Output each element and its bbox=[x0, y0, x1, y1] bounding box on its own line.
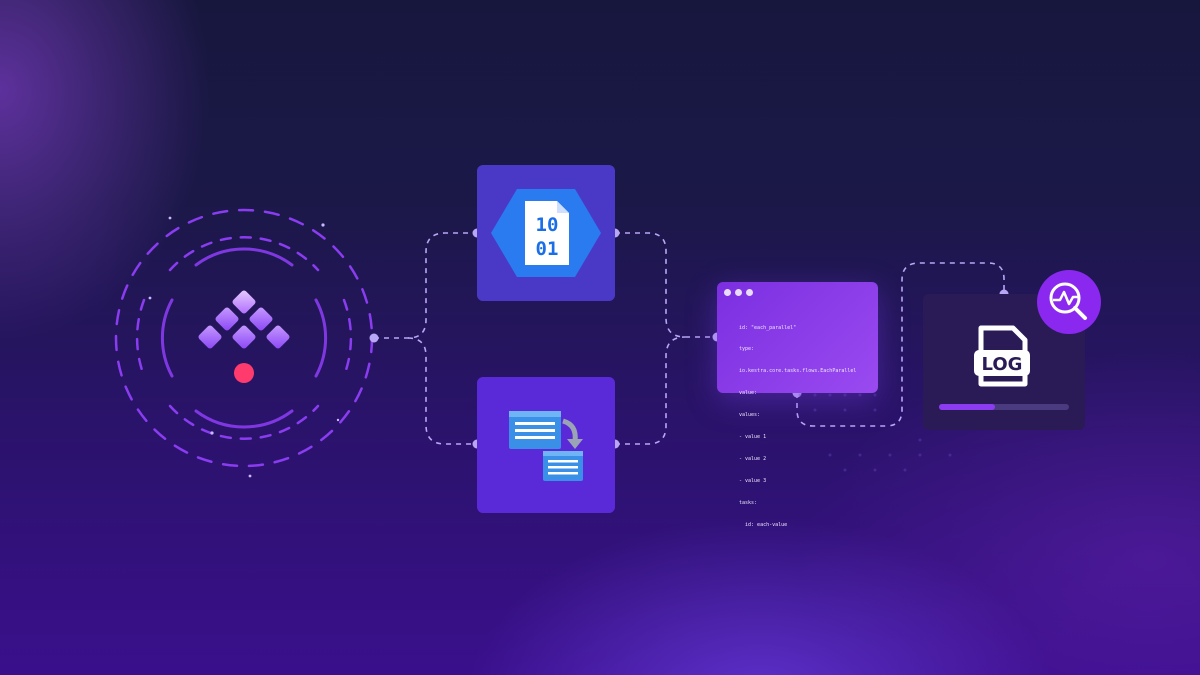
log-label: LOG bbox=[982, 354, 1023, 375]
code-line: id: each-value bbox=[739, 521, 788, 528]
radar-rings bbox=[114, 208, 374, 468]
code-line: - value 1 bbox=[739, 434, 767, 441]
code-window: id: "each_parallel" type: io.kestra.core… bbox=[717, 282, 878, 528]
log-progress-fill bbox=[939, 404, 995, 410]
queue-transfer-icon bbox=[509, 411, 583, 481]
code-line: type: bbox=[739, 346, 755, 353]
dashed-connectors bbox=[374, 232, 1005, 445]
queue-card bbox=[477, 377, 615, 513]
code-line: io.kestra.core.tasks.flows.EachParallel bbox=[739, 368, 857, 375]
code-line: - value 2 bbox=[739, 455, 767, 462]
magnifier-chart-icon bbox=[1049, 282, 1087, 320]
code-line: id: "each_parallel" bbox=[739, 324, 797, 331]
window-dot-icon bbox=[735, 289, 742, 296]
binary-file-hexagon-icon: 10 01 bbox=[491, 189, 601, 277]
star-particles bbox=[148, 216, 340, 478]
binary-digits-top: 10 bbox=[536, 214, 559, 236]
log-file-icon: LOG bbox=[974, 325, 1030, 387]
code-line: value: bbox=[739, 390, 758, 397]
code-line: values: bbox=[739, 412, 761, 419]
window-dot-icon bbox=[724, 289, 731, 296]
code-line: tasks: bbox=[739, 499, 758, 506]
connector-nodes bbox=[369, 228, 1009, 449]
code-lines: id: "each_parallel" type: io.kestra.core… bbox=[739, 310, 856, 544]
storage-card: 10 01 bbox=[477, 165, 615, 301]
code-line: - value 3 bbox=[739, 477, 767, 484]
monitor-badge bbox=[1037, 270, 1101, 334]
binary-digits-bottom: 01 bbox=[536, 238, 559, 260]
window-dot-icon bbox=[746, 289, 753, 296]
log-panel: LOG bbox=[923, 294, 1085, 430]
log-progress-bar bbox=[939, 404, 1069, 410]
